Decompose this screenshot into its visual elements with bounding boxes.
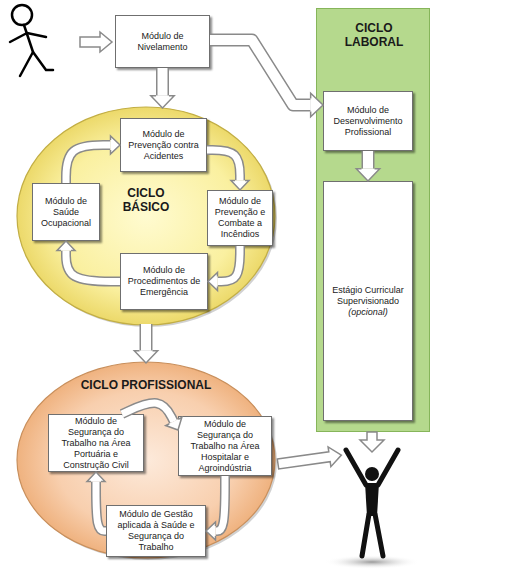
flow-arrow <box>207 150 249 190</box>
module-box: Módulo de Segurança do Trabalho na Área … <box>178 416 272 476</box>
flow-arrow <box>210 40 323 117</box>
module-label: Estágio Curricular Supervisionado <box>327 285 409 307</box>
module-box: Módulo de Segurança do Trabalho na Área … <box>48 414 144 472</box>
arrow-shaft <box>218 246 241 282</box>
entry-arrow <box>80 32 112 52</box>
arrow-shaft-outline <box>66 251 120 282</box>
flow-arrow <box>151 68 174 108</box>
module-label: Módulo de Nivelamento <box>119 31 206 53</box>
module-label: Módulo de Gestão aplicada à Saúde e Segu… <box>110 509 202 553</box>
arrow-shaft <box>66 251 120 282</box>
arrow-head <box>311 93 323 116</box>
flow-arrow <box>206 476 225 540</box>
arrow-head <box>87 472 105 482</box>
figure-legs <box>20 52 53 76</box>
arrow-shaft-outline <box>207 150 240 181</box>
ground-shadow <box>324 555 420 569</box>
module-box: Módulo de Saúde Ocupacional <box>32 183 100 241</box>
flow-arrow <box>122 403 182 430</box>
arrow-head <box>151 96 174 108</box>
figure-head <box>12 5 32 25</box>
arrow-head-outline <box>166 417 182 430</box>
arrow-shaft <box>66 145 111 183</box>
arrow-head-outline <box>57 241 75 251</box>
flow-arrow <box>134 324 157 363</box>
arrow-shaft-outline <box>216 476 226 531</box>
arrow-shaft-outline <box>140 324 153 351</box>
module-label: Módulo de Segurança do Trabalho na Área … <box>182 419 268 474</box>
module-box: Módulo de Prevenção contra Acidentes <box>120 118 207 172</box>
flow-arrow <box>356 151 379 181</box>
arrow-head <box>206 522 216 540</box>
flow-arrow <box>57 241 120 282</box>
arrow-shaft-outline <box>218 246 241 282</box>
arrow-head-outline <box>206 522 216 540</box>
flow-arrow <box>208 246 240 291</box>
arrow-shaft <box>158 68 168 96</box>
module-box: Módulo de Procedimentos de Emergência <box>120 253 208 310</box>
arrow-head <box>356 169 379 181</box>
arrow-shaft-outline <box>210 40 311 105</box>
arrow-shaft-outline <box>66 145 111 183</box>
arrow-shaft <box>216 476 226 531</box>
arrow-head <box>111 136 121 154</box>
arrow-head <box>134 351 157 363</box>
arrow-head <box>57 241 75 251</box>
arrow-head-outline <box>87 472 105 482</box>
arrow-shaft <box>210 40 311 105</box>
connectors <box>57 40 380 540</box>
module-label: Módulo de Segurança do Trabalho na Área … <box>52 416 140 471</box>
module-label: Módulo de Desenvolvimento Profissional <box>327 105 409 138</box>
arrow-shaft-outline <box>156 68 169 96</box>
figure-head <box>365 467 379 481</box>
figure-body <box>365 483 379 516</box>
arrow-head-outline <box>208 273 218 291</box>
arrow-head-outline <box>311 93 323 116</box>
cycle-heading: CICLO LABORAL <box>339 21 409 49</box>
cycle-heading: CICLO BÁSICO <box>116 186 176 214</box>
arrow-shaft <box>141 324 151 351</box>
module-label: Módulo de Prevenção e Combate a Incêndio… <box>211 196 269 240</box>
arrow-head <box>166 417 182 430</box>
arrow-head <box>231 181 249 191</box>
figure-body <box>24 25 33 52</box>
graduate-figure <box>324 450 420 569</box>
flow-arrow <box>66 136 120 183</box>
arrow-head-outline <box>356 169 379 181</box>
arrow-shaft-outline <box>122 403 174 421</box>
arrow-head-outline <box>134 351 157 363</box>
cycle-band: CICLO LABORAL Módulo de Desenvolvimento P… <box>316 8 430 432</box>
module-box: Módulo de Desenvolvimento Profissional <box>323 91 413 151</box>
cycle-heading: CICLO PROFISSIONAL <box>15 378 277 392</box>
module-label: Módulo de Procedimentos de Emergência <box>124 265 204 298</box>
exit-arrow <box>360 432 384 452</box>
module-label: (opcional) <box>348 307 388 318</box>
module-box: Estágio Curricular Supervisionado(opcion… <box>323 181 413 421</box>
arrow-shaft-outline <box>362 151 375 169</box>
module-label: Módulo de Saúde Ocupacional <box>36 196 96 229</box>
ellipse-fill <box>17 107 275 325</box>
arrow-shaft <box>363 151 373 169</box>
exit-arrow <box>277 445 343 474</box>
module-box: Módulo de Prevenção e Combate a Incêndio… <box>207 190 273 246</box>
module-label: Módulo de Prevenção contra Acidentes <box>124 129 203 162</box>
arrow-head <box>208 273 218 291</box>
arrow-head-outline <box>111 136 121 154</box>
cycle-ellipse: CICLO PROFISSIONAL Módulo de Segurança do… <box>15 360 277 560</box>
figure-limbs <box>346 450 398 556</box>
arrow-shaft-outline <box>96 482 106 532</box>
arrow-head-outline <box>231 181 249 191</box>
arrow-shaft <box>122 403 174 421</box>
arrow-shaft <box>96 482 106 532</box>
flow-arrow <box>87 472 106 531</box>
arrow-head-outline <box>151 96 174 108</box>
stick-figure <box>10 5 53 76</box>
module-box: Módulo de Gestão aplicada à Saúde e Segu… <box>106 505 206 557</box>
arrow-shaft <box>207 150 240 181</box>
cycle-ellipse: CICLO BÁSICO Módulo de Prevenção contra A… <box>15 105 277 327</box>
figure-arms <box>10 33 46 42</box>
module-box: Módulo de Nivelamento <box>115 15 210 68</box>
